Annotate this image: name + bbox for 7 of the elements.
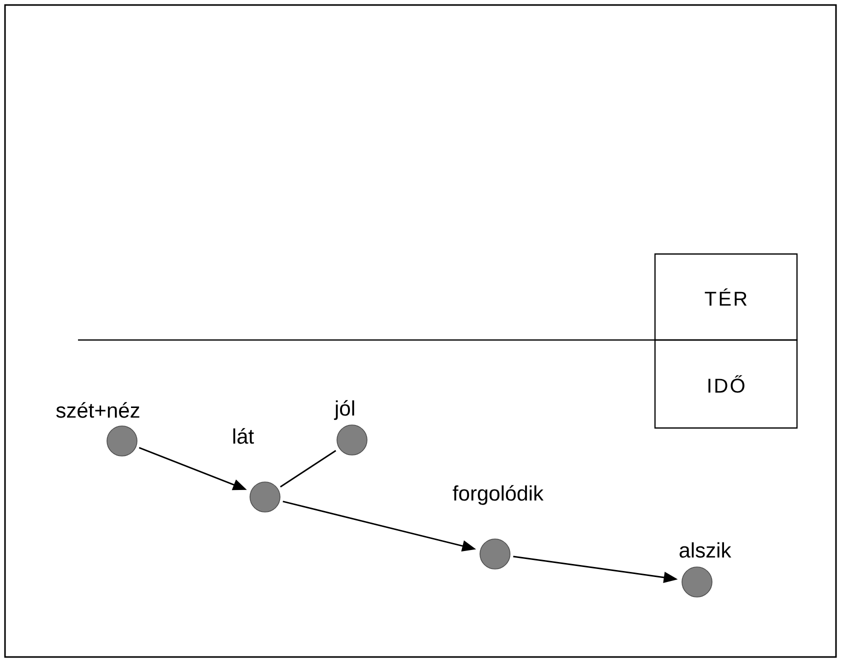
label-box: TÉR [654, 253, 798, 341]
word-label: alszik [680, 542, 732, 558]
word-label: szét+néz [56, 402, 140, 418]
word-label: forgolódik [452, 485, 544, 505]
word-label: jól [334, 400, 354, 420]
label-box: IDŐ [654, 339, 798, 429]
word-label: lát [233, 428, 254, 444]
